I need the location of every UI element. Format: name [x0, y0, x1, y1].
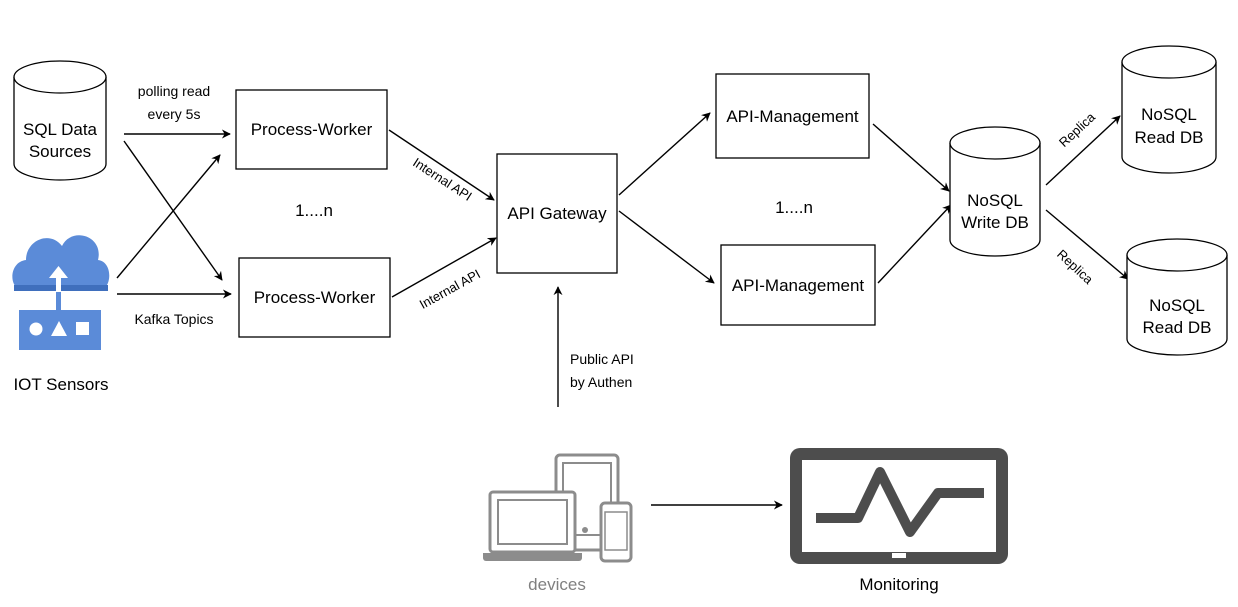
workers-count-label: 1....n	[295, 201, 333, 220]
public-api-label-line1: Public API	[570, 351, 634, 367]
nosql-read-db-top: NoSQL Read DB	[1121, 45, 1217, 174]
kafka-label: Kafka Topics	[134, 311, 213, 327]
monitoring-label: Monitoring	[859, 575, 938, 594]
iot-sensors-label: IOT Sensors	[13, 375, 108, 394]
iot-sensors: IOT Sensors	[12, 235, 110, 394]
polling-label-line2: every 5s	[148, 106, 201, 122]
devices: devices	[483, 453, 633, 594]
api-management-bottom-label: API-Management	[732, 276, 865, 295]
edge-write-to-read-top	[1045, 115, 1121, 186]
nosql-read-db-bottom-line2: Read DB	[1143, 318, 1212, 337]
api-management-top: API-Management	[715, 73, 870, 159]
nosql-read-db-bottom: NoSQL Read DB	[1126, 238, 1228, 356]
nosql-write-db-line2: Write DB	[961, 213, 1029, 232]
laptop-tablet-phone-icon	[483, 453, 633, 563]
nosql-read-db-bottom-line1: NoSQL	[1149, 296, 1205, 315]
nosql-read-db-top-line1: NoSQL	[1141, 105, 1197, 124]
edge-worker-bottom-to-gateway	[391, 237, 497, 298]
sql-data-sources: SQL Data Sources	[13, 60, 107, 181]
cloud-upload-sensor-icon	[12, 235, 110, 350]
devices-label: devices	[528, 575, 586, 594]
replica-top-label: Replica	[1056, 109, 1099, 150]
edge-write-to-read-bottom	[1045, 209, 1129, 280]
edge-iot-to-worker-top	[116, 154, 221, 279]
process-worker-top: Process-Worker	[235, 89, 388, 170]
nosql-read-db-top-line2: Read DB	[1135, 128, 1204, 147]
public-api-label-line2: by Authen	[570, 374, 632, 390]
process-worker-bottom: Process-Worker	[238, 257, 391, 338]
monitor-heartbeat-icon	[790, 448, 1008, 564]
edges	[116, 112, 1129, 510]
process-worker-top-label: Process-Worker	[251, 120, 373, 139]
api-gateway: API Gateway	[496, 153, 618, 274]
polling-label-line1: polling read	[138, 83, 210, 99]
edge-gateway-to-mgmt-bottom	[618, 210, 715, 284]
edge-mgmt-top-to-write-db	[872, 123, 950, 192]
edge-worker-top-to-gateway	[388, 129, 495, 201]
api-management-top-label: API-Management	[726, 107, 859, 126]
process-worker-bottom-label: Process-Worker	[254, 288, 376, 307]
nosql-write-db-line1: NoSQL	[967, 191, 1023, 210]
monitoring: Monitoring	[790, 448, 1008, 594]
nosql-write-db: NoSQL Write DB	[949, 126, 1041, 257]
sql-data-sources-line2: Sources	[29, 142, 91, 161]
api-gateway-label: API Gateway	[507, 204, 607, 223]
edge-mgmt-bottom-to-write-db	[877, 204, 952, 284]
replica-bottom-label: Replica	[1054, 246, 1097, 287]
edge-gateway-to-mgmt-top	[618, 112, 711, 196]
api-management-bottom: API-Management	[720, 244, 876, 326]
sql-data-sources-line1: SQL Data	[23, 120, 98, 139]
management-count-label: 1....n	[775, 198, 813, 217]
internal-api-top-label: Internal API	[410, 155, 475, 204]
internal-api-bottom-label: Internal API	[417, 266, 483, 312]
